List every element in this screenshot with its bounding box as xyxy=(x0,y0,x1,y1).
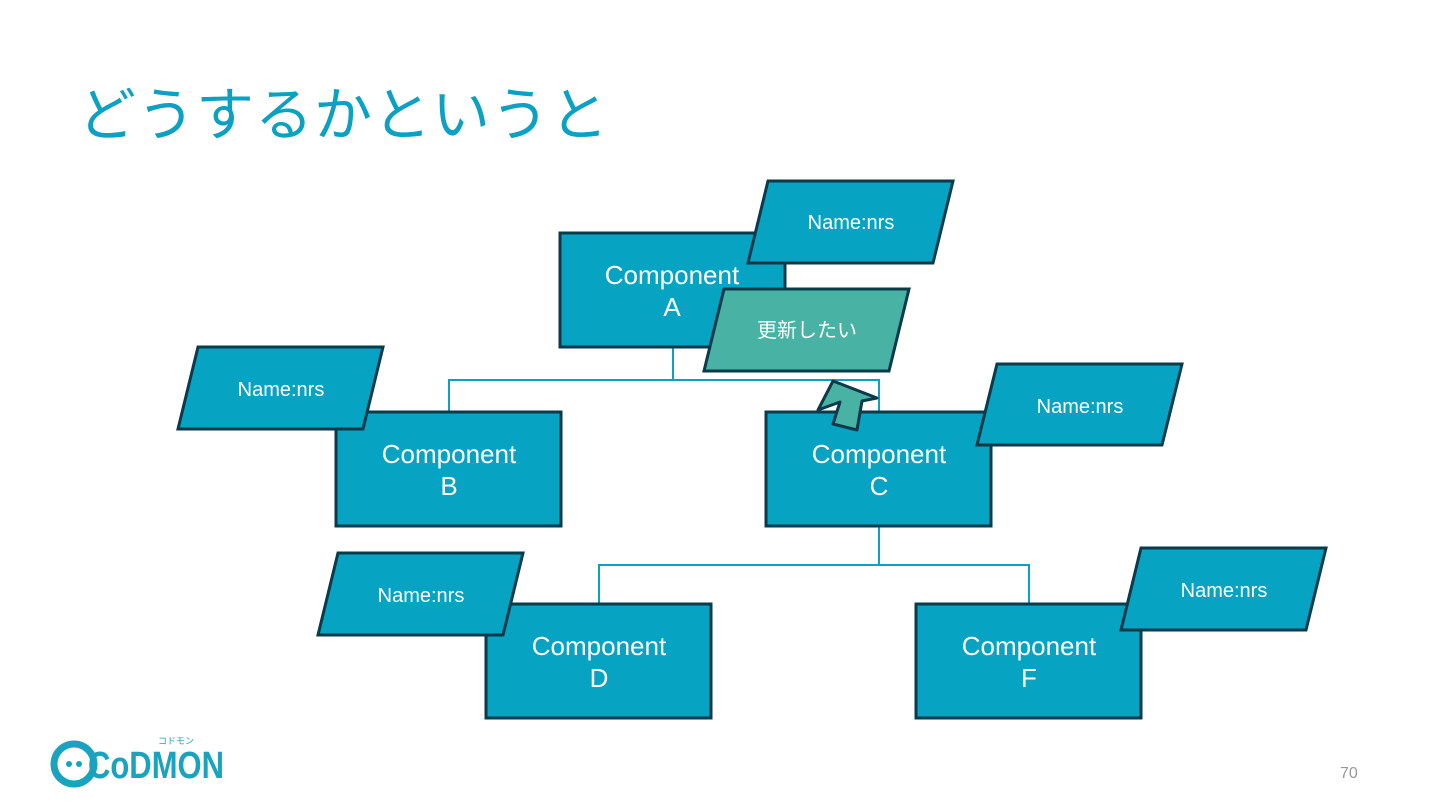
component-f-label: Component xyxy=(962,631,1097,661)
name-tag-d-shape xyxy=(316,551,525,637)
component-f-box xyxy=(914,602,1143,720)
component-d-label: Component xyxy=(532,631,667,661)
name-tag-a-shape xyxy=(746,179,955,265)
component-f[interactable]: Component F xyxy=(914,602,1143,720)
up-arrow-icon xyxy=(816,379,879,432)
name-tag-d-text: Name:nrs xyxy=(378,585,465,607)
name-tag-c-text: Name:nrs xyxy=(1037,396,1124,418)
connectors xyxy=(448,347,1030,604)
component-c-label: Component xyxy=(812,439,947,469)
component-b-box xyxy=(334,410,563,528)
component-a-label: Component xyxy=(605,260,740,290)
component-c-letter: C xyxy=(870,471,889,501)
update-wish-shape xyxy=(702,287,911,373)
connector-a-c xyxy=(673,379,880,412)
page-number: 70 xyxy=(1340,765,1358,782)
update-wish-box[interactable]: 更新したい xyxy=(702,287,911,373)
name-tag-f[interactable]: Name:nrs xyxy=(1119,546,1328,632)
connector-a-b xyxy=(448,347,674,412)
component-d-letter: D xyxy=(590,663,609,693)
component-b-letter: B xyxy=(440,471,457,501)
name-tag-a-text: Name:nrs xyxy=(808,212,895,234)
connector-c-f xyxy=(879,564,1030,604)
name-tag-b-shape xyxy=(176,345,385,431)
connector-c-d xyxy=(598,526,880,604)
name-tag-c[interactable]: Name:nrs xyxy=(975,362,1184,447)
component-f-letter: F xyxy=(1021,663,1037,693)
component-c-box xyxy=(764,410,993,528)
name-tag-f-shape xyxy=(1119,546,1328,632)
component-d-box xyxy=(484,602,713,720)
component-a-letter: A xyxy=(663,292,681,322)
name-tag-f-text: Name:nrs xyxy=(1181,580,1268,602)
update-wish-text: 更新したい xyxy=(757,318,857,342)
slide-title: どうするかというと xyxy=(78,81,610,149)
component-c[interactable]: Component C xyxy=(764,410,993,528)
name-tag-a[interactable]: Name:nrs xyxy=(746,179,955,265)
logo-wordmark: CoDMON xyxy=(88,745,224,787)
name-tag-b-text: Name:nrs xyxy=(238,379,325,401)
component-b-label: Component xyxy=(382,439,517,469)
component-d[interactable]: Component D xyxy=(484,602,713,720)
logo-face-icon xyxy=(50,740,98,788)
codmon-logo: CoDMON コドモン xyxy=(48,732,228,794)
name-tag-d[interactable]: Name:nrs xyxy=(316,551,525,637)
name-tag-c-shape xyxy=(975,362,1184,447)
name-tag-b[interactable]: Name:nrs xyxy=(176,345,385,431)
component-b[interactable]: Component B xyxy=(334,410,563,528)
logo-kana: コドモン xyxy=(158,737,194,747)
